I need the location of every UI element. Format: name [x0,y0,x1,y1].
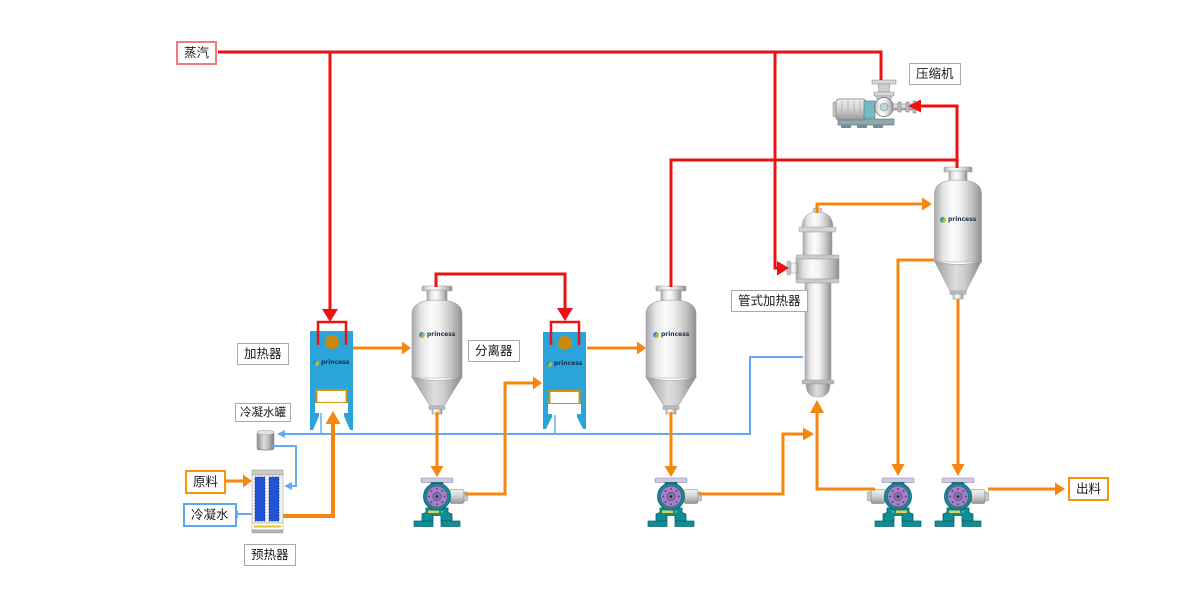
separator-1 [411,285,463,415]
compressor-suction-line [921,104,959,168]
tank-to-preheater-line [272,445,297,487]
heater-1-steam-bracket [316,320,348,345]
heater-2-steam-bracket [549,320,581,345]
label-feed: 原料 [185,470,227,495]
tube-heater [786,207,840,398]
label-compressor: 压缩机 [909,63,961,86]
brand-text: princess [948,216,977,223]
brand-icon [313,360,319,366]
brand-icon [546,361,552,367]
brand-icon [653,332,659,338]
compressor [832,79,919,128]
pump-3 [867,477,922,527]
pump3-to-tubeheater-line [815,413,875,491]
brand-logo-separator3: princess [940,217,976,223]
pump-2 [647,477,702,527]
heater-2-steam-port [558,336,572,350]
label-steam: 蒸汽 [176,41,218,66]
brand-logo-separator2: princess [653,332,689,338]
product-lines [219,197,1065,518]
pump-1 [413,477,468,527]
brand-logo-heater2: princess [546,361,582,367]
label-preheater: 预热器 [244,544,296,567]
label-heater: 加热器 [237,343,289,366]
brand-icon [940,217,946,223]
brand-icon [419,332,425,338]
steam-header-line [218,50,883,80]
brand-text: princess [321,359,350,366]
preheater [251,469,284,534]
brand-text: princess [554,360,583,367]
brand-logo-separator1: princess [419,332,455,338]
brand-logo-heater1: princess [313,360,349,366]
condensate-tank [256,429,275,451]
separator3-side-to-pump3-line [896,258,934,464]
separator1-vapor-line [434,272,567,308]
steam-branch-tubeheater [773,52,777,270]
condensate-arrow-to-tank [277,430,285,438]
preheater-to-heater1-line [283,424,335,518]
brand-text: princess [661,331,690,338]
label-separator: 分离器 [468,340,520,363]
separator-2 [645,285,697,415]
tubeheater-to-separator3-line [815,202,922,213]
condensate-arrow-to-preheater [284,482,292,490]
heater-2 [543,332,586,429]
brand-text: princess [427,331,456,338]
label-condensate: 冷凝水 [183,503,237,528]
label-tube-heater: 管式加热器 [731,290,808,313]
separator2-vapor-line [669,158,957,287]
steam-lines [218,50,959,345]
condensate-header-line [285,356,803,435]
heater-1-steam-port [325,335,339,349]
label-condensate-tank: 冷凝水罐 [235,403,291,422]
pump2-to-tubeheater-line [699,432,803,496]
pump-4 [934,477,989,527]
label-discharge: 出料 [1068,477,1110,502]
pump1-to-heater2-line [465,381,533,496]
separator-3 [933,166,983,300]
